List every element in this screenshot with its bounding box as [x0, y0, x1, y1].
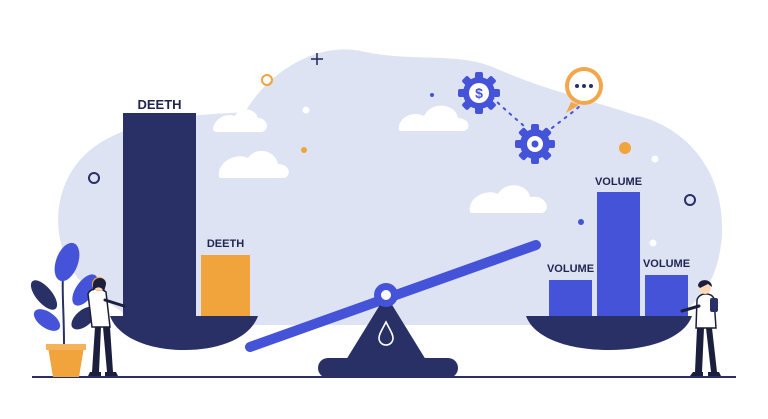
bar-group: [123, 113, 688, 316]
plant-icon: [30, 242, 98, 377]
cloud: [469, 185, 547, 213]
dot-decoration: [301, 147, 307, 153]
left-bar-label-1: DEETH: [137, 97, 182, 112]
right-bar-2: [597, 192, 640, 316]
ring-decoration: [261, 74, 273, 86]
ring-decoration: [88, 172, 100, 184]
dot-decoration: [430, 93, 434, 97]
dot-decoration: [619, 142, 631, 154]
cloud: [213, 109, 267, 132]
gear-icon: [515, 124, 555, 164]
dot-decoration: [649, 239, 657, 247]
person-right: [680, 280, 721, 376]
scale-fulcrum: [318, 283, 458, 378]
clouds: [213, 105, 547, 213]
dot-decoration: [578, 219, 584, 225]
right-bar-label-3: VOLUME: [642, 258, 691, 270]
plus-icon: [311, 53, 323, 65]
dot-decoration: [302, 106, 310, 114]
dollar-gear-icon: $: [458, 72, 500, 114]
right-bar-3: [645, 275, 688, 316]
dot-decoration: [651, 155, 659, 163]
right-bar-label-2: VOLUME: [594, 176, 643, 188]
person-left: [87, 277, 126, 376]
cloud: [398, 105, 469, 131]
right-bar-1: [549, 280, 592, 316]
speech-bubble-icon: [565, 67, 603, 113]
right-bar-label-1: VOLUME: [546, 263, 595, 275]
left-scale-pan: [110, 316, 258, 350]
left-bar-label-2: DEETH: [206, 238, 245, 250]
water-drop-icon: [378, 320, 394, 346]
right-scale-pan: [526, 316, 692, 350]
dotted-connector: [491, 96, 581, 129]
cloud: [218, 150, 289, 178]
ring-decoration: [684, 194, 696, 206]
left-bar-2: [201, 255, 250, 316]
svg-text:$: $: [475, 85, 483, 101]
left-bar-1: [123, 113, 196, 316]
